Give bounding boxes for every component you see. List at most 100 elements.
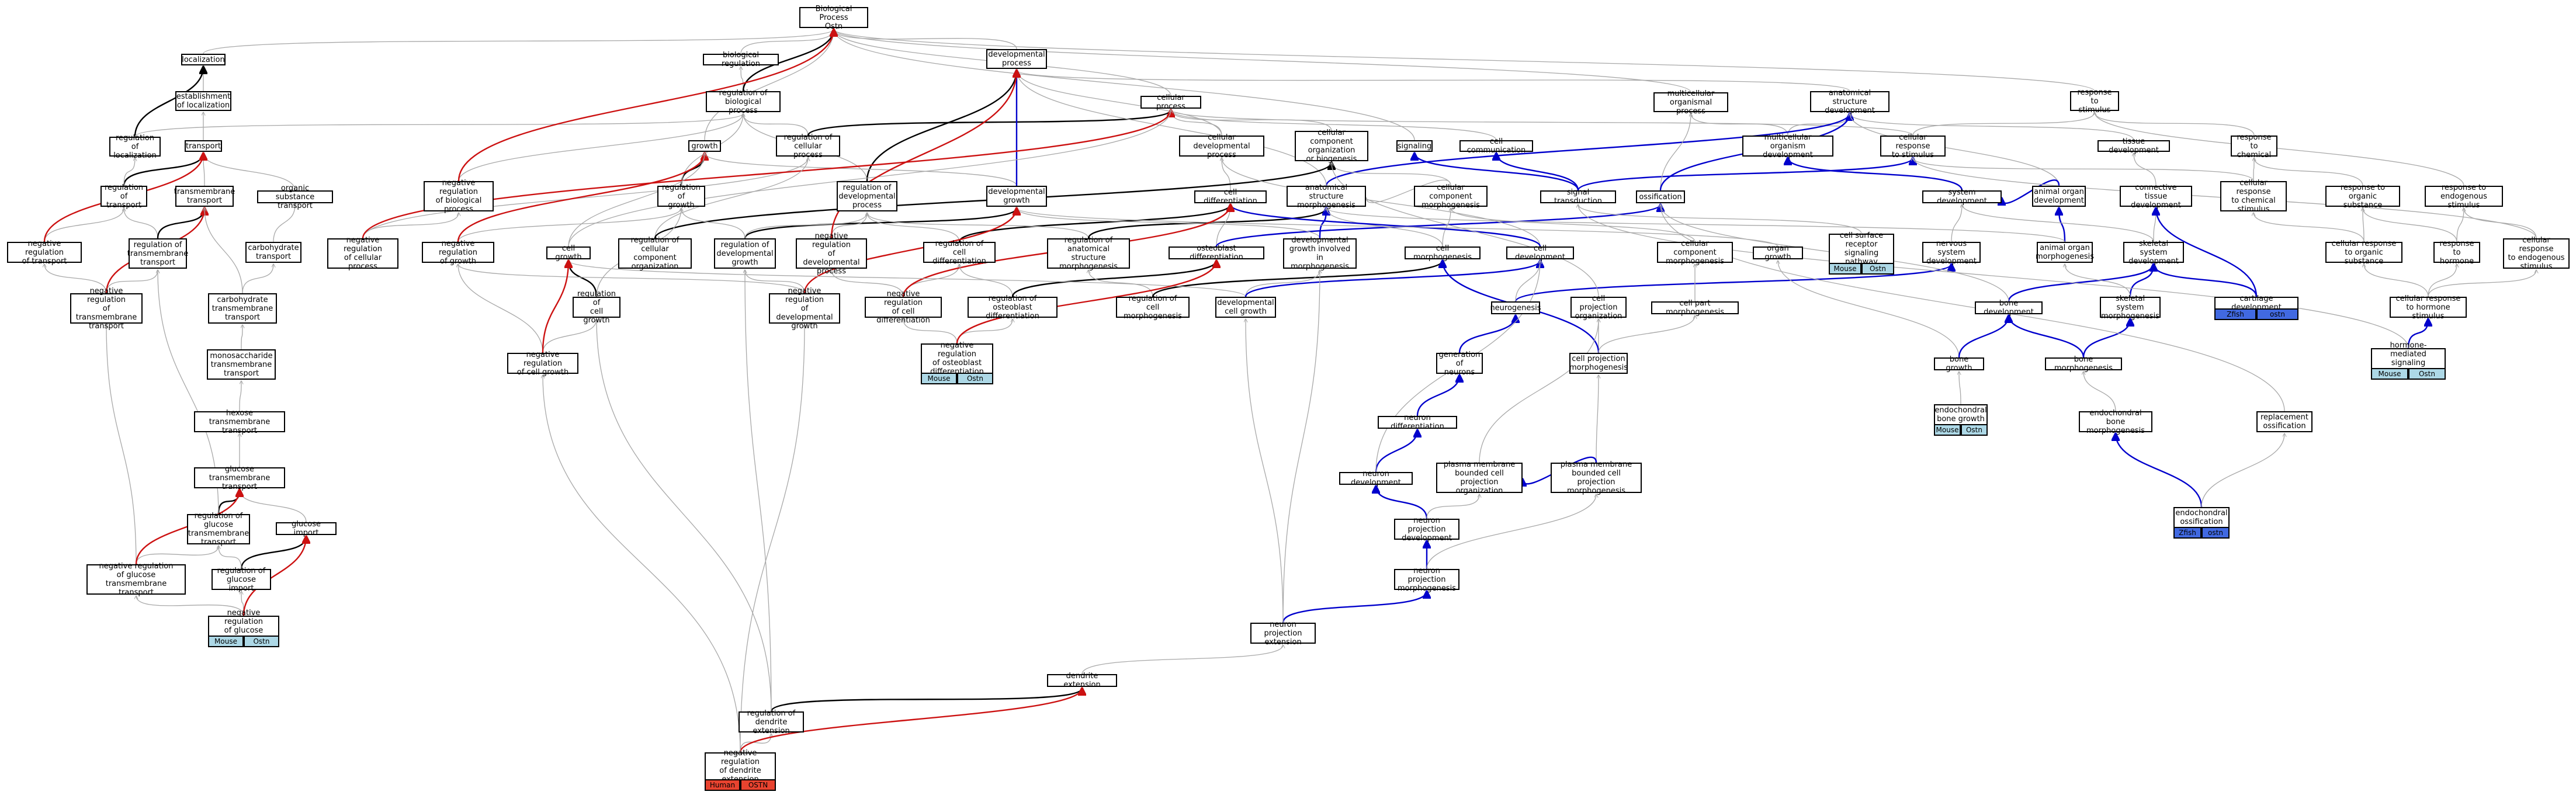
go-node-anatomical-structure-morphogenesis[interactable]: anatomical structure morphogenesis <box>1287 183 1366 210</box>
go-node-neuron-development[interactable]: neuron development <box>1339 470 1413 487</box>
go-node-establishment-of-localization[interactable]: establishment of localization <box>175 91 231 111</box>
go-node-regulation-of-cellular-component-organization[interactable]: regulation of cellular component organiz… <box>618 236 692 271</box>
go-node-developmental-growth[interactable]: developmental growth <box>986 186 1047 207</box>
gene-tag[interactable]: Ostn <box>1861 264 1894 275</box>
go-node-generation-of-neurons[interactable]: generation of neurons <box>1436 350 1483 377</box>
go-node-system-development[interactable]: system development <box>1922 188 2002 206</box>
go-node-osteoblast-differentiation[interactable]: osteoblast differentiation <box>1169 244 1264 262</box>
go-node-bone-growth[interactable]: bone growth <box>1934 355 1984 373</box>
go-node-regulation-of-developmental-growth[interactable]: regulation of developmental growth <box>714 238 776 269</box>
go-node-regulation-of-biological-process[interactable]: regulation of biological process <box>706 89 781 115</box>
go-node-regulation-of-transport[interactable]: regulation of transport <box>100 183 147 210</box>
go-node-regulation-of-cell-growth[interactable]: regulation of cell growth <box>573 290 620 325</box>
go-node-negative-regulation-of-dendrite-extension[interactable]: negative regulation of dendrite extensio… <box>705 749 776 784</box>
go-node-neuron-projection-morphogenesis[interactable]: neuron projection morphogenesis <box>1394 567 1459 593</box>
go-node-anatomical-structure-development[interactable]: anatomical structure development <box>1810 89 1889 115</box>
go-node-cellular-response-to-hormone-stimulus[interactable]: cellular response to hormone stimulus <box>2390 294 2467 321</box>
go-node-bone-development[interactable]: bone development <box>1975 299 2043 317</box>
go-node-cartilage-development[interactable]: cartilage development <box>2214 294 2298 312</box>
go-node-regulation-of-anatomical-structure-morphogenesis[interactable]: regulation of anatomical structure morph… <box>1047 236 1130 271</box>
go-node-negative-regulation-of-developmental-process[interactable]: negative regulation of developmental pro… <box>796 232 867 276</box>
gene-tag[interactable]: Ostn <box>2408 369 2446 380</box>
go-node-developmental-process[interactable]: developmental process <box>986 49 1047 69</box>
go-node-animal-organ-morphogenesis[interactable]: animal organ morphogenesis <box>2036 242 2094 263</box>
go-node-negative-regulation-of-growth[interactable]: negative regulation of growth <box>422 239 494 266</box>
go-node-hormone-mediated-signaling-pathway[interactable]: hormone-mediated signaling pathway <box>2371 341 2446 376</box>
go-node-neurogenesis[interactable]: neurogenesis <box>1490 301 1541 314</box>
gene-tag[interactable]: Ostn <box>957 374 993 384</box>
go-node-glucose-transmembrane-transport[interactable]: glucose transmembrane transport <box>194 465 285 491</box>
go-node-regulation-of-glucose-transmembrane-transport[interactable]: regulation of glucose transmembrane tran… <box>187 512 250 547</box>
go-node-regulation-of-localization[interactable]: regulation of localization <box>109 134 161 160</box>
go-node-cellular-developmental-process[interactable]: cellular developmental process <box>1179 133 1264 159</box>
go-node-regulation-of-transmembrane-transport[interactable]: regulation of transmembrane transport <box>127 238 188 269</box>
go-node-transport[interactable]: transport <box>185 140 222 152</box>
go-node-regulation-of-cellular-process[interactable]: regulation of cellular process <box>776 133 840 159</box>
go-node-negative-regulation-of-transmembrane-transport[interactable]: negative regulation of transmembrane tra… <box>70 287 143 331</box>
species-tag[interactable]: Mouse <box>1934 425 1961 436</box>
go-node-regulation-of-developmental-process[interactable]: regulation of developmental process <box>837 181 897 211</box>
go-node-cellular-response-to-organic-substance[interactable]: cellular response to organic substance <box>2325 239 2402 266</box>
gene-tag[interactable]: Ostn <box>1961 425 1988 436</box>
go-node-biological-process[interactable]: Biological Process Ostn <box>799 5 868 31</box>
go-node-endochondral-bone-morphogenesis[interactable]: endochondral bone morphogenesis <box>2079 409 2152 435</box>
go-node-cellular-process[interactable]: cellular process <box>1140 93 1201 111</box>
go-node-negative-regulation-of-cellular-process[interactable]: negative regulation of cellular process <box>327 236 398 271</box>
go-node-organic-substance-transport[interactable]: organic substance transport <box>257 184 333 210</box>
go-node-connective-tissue-development[interactable]: connective tissue development <box>2120 183 2192 210</box>
gene-tag[interactable]: OSTN <box>740 780 776 791</box>
go-node-plasma-membrane-bounded-cell-projection-morphogenesis[interactable]: plasma membrane bounded cell projection … <box>1551 460 1642 495</box>
go-node-cell-differentiation[interactable]: cell differentiation <box>1194 188 1267 206</box>
species-tag[interactable]: Mouse <box>921 374 957 384</box>
go-node-negative-regulation-of-cell-differentiation[interactable]: negative regulation of cell differentiat… <box>865 290 942 325</box>
go-node-response-to-hormone[interactable]: response to hormone <box>2433 239 2480 266</box>
go-node-cell-projection-organization[interactable]: cell projection organization <box>1570 294 1627 321</box>
go-node-plasma-membrane-bounded-cell-projection-organization[interactable]: plasma membrane bounded cell projection … <box>1436 460 1523 495</box>
go-node-developmental-growth-involved-in-morphogenesis[interactable]: developmental growth involved in morphog… <box>1283 236 1357 271</box>
go-node-response-to-organic-substance[interactable]: response to organic substance <box>2325 183 2400 210</box>
go-node-glucose-import[interactable]: glucose import <box>276 520 337 537</box>
go-node-response-to-chemical[interactable]: response to chemical <box>2231 133 2277 159</box>
gene-tag[interactable]: Ostn <box>244 637 279 647</box>
go-node-cellular-component-morphogenesis[interactable]: cellular component morphogenesis <box>1657 239 1733 266</box>
species-tag[interactable]: Mouse <box>208 637 244 647</box>
go-node-cell-development[interactable]: cell development <box>1506 244 1574 262</box>
go-node-negative-regulation-of-glucose-transmembrane-transport[interactable]: negative regulation of glucose transmemb… <box>86 562 186 597</box>
go-node-biological-regulation[interactable]: biological regulation <box>703 51 779 68</box>
go-node-response-to-stimulus[interactable]: response to stimulus <box>2070 88 2119 114</box>
go-node-cell-growth[interactable]: cell growth <box>546 244 591 262</box>
go-node-multicellular-organismal-process[interactable]: multicellular organismal process <box>1653 89 1728 116</box>
go-node-regulation-of-cell-differentiation[interactable]: regulation of cell differentiation <box>923 239 996 266</box>
go-node-nervous-system-development[interactable]: nervous system development <box>1922 239 1981 266</box>
species-tag[interactable]: Human <box>705 780 740 791</box>
go-node-animal-organ-development[interactable]: animal organ development <box>2032 186 2086 207</box>
go-node-ossification[interactable]: ossification <box>1636 190 1685 203</box>
go-node-tissue-development[interactable]: tissue development <box>2097 137 2170 155</box>
go-node-negative-regulation-of-cell-growth[interactable]: negative regulation of cell growth <box>507 350 578 377</box>
go-node-skeletal-system-morphogenesis[interactable]: skeletal system morphogenesis <box>2100 294 2161 321</box>
go-node-cellular-response-to-endogenous-stimulus[interactable]: cellular response to endogenous stimulus <box>2503 236 2570 271</box>
gene-tag[interactable]: ostn <box>2201 528 2230 539</box>
go-node-localization[interactable]: localization <box>181 54 226 65</box>
go-node-response-to-endogenous-stimulus[interactable]: response to endogenous stimulus <box>2425 183 2503 210</box>
go-node-regulation-of-dendrite-extension[interactable]: regulation of dendrite extension <box>739 709 804 735</box>
go-node-cell-surface-receptor-signaling-pathway[interactable]: cell surface receptor signaling pathway <box>1829 231 1894 266</box>
go-node-signaling[interactable]: signaling <box>1396 140 1433 152</box>
go-node-multicellular-organism-development[interactable]: multicellular organism development <box>1742 133 1833 159</box>
go-node-cell-part-morphogenesis[interactable]: cell part morphogenesis <box>1651 299 1739 317</box>
go-node-transmembrane-transport[interactable]: transmembrane transport <box>174 186 235 207</box>
go-node-signal-transduction[interactable]: signal transduction <box>1540 188 1616 206</box>
go-node-negative-regulation-of-transport[interactable]: negative regulation of transport <box>7 239 82 266</box>
go-node-monosaccharide-transmembrane-transport[interactable]: monosaccharide transmembrane transport <box>207 349 276 380</box>
go-node-cellular-component-organization[interactable]: cellular component morphogenesis <box>1414 183 1488 210</box>
go-node-endochondral-ossification[interactable]: endochondral ossification <box>2173 507 2230 528</box>
go-node-negative-regulation-of-biological-process[interactable]: negative regulation of biological proces… <box>424 179 494 214</box>
go-node-cellular-component-organization-or-biogenesis[interactable]: cellular component organization or bioge… <box>1295 129 1368 164</box>
go-node-carbohydrate-transmembrane-transport[interactable]: carbohydrate transmembrane transport <box>208 293 277 324</box>
species-tag[interactable]: Zfish <box>2173 528 2201 539</box>
go-node-cell-projection-morphogenesis[interactable]: cell projection morphogenesis <box>1569 353 1628 374</box>
go-node-negative-regulation-of-glucose-import[interactable]: negative regulation of glucose import <box>208 609 279 644</box>
go-node-neuron-projection-development[interactable]: neuron projection development <box>1394 516 1459 543</box>
go-node-cellular-response-to-chemical-stimulus[interactable]: cellular response to chemical stimulus <box>2220 179 2287 214</box>
go-node-cell-morphogenesis[interactable]: cell morphogenesis <box>1405 244 1481 262</box>
